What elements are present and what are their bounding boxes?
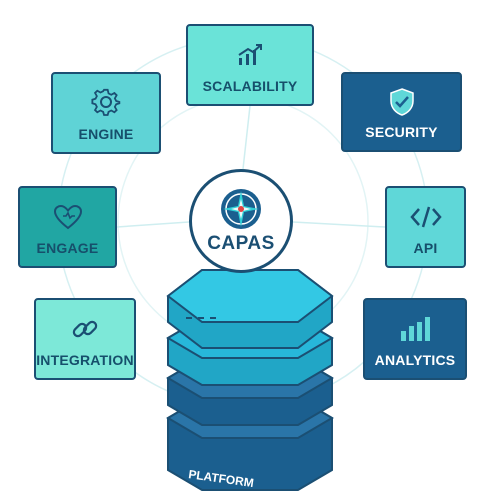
tile-label: API [413, 240, 438, 256]
heart-icon [53, 188, 83, 240]
tile-scalability: SCALABILITY [186, 24, 314, 106]
growth-chart-icon [236, 26, 264, 78]
tile-label: ENGAGE [36, 240, 99, 256]
connector-line [292, 221, 386, 228]
tile-label: ANALYTICS [374, 352, 456, 368]
tile-integration: INTEGRATION [34, 298, 136, 380]
tile-security: SECURITY [341, 72, 462, 152]
code-brackets-icon [409, 188, 442, 240]
tile-label: SECURITY [365, 124, 438, 140]
tile-analytics: ANALYTICS [363, 298, 467, 380]
capas-hub: CAPAS [189, 169, 293, 273]
bar-chart-icon [398, 300, 432, 352]
tile-label: ENGINE [78, 126, 134, 142]
stack-layer-1 [166, 269, 334, 349]
compass-icon [221, 189, 261, 229]
tile-engage: ENGAGE [18, 186, 117, 268]
shield-check-icon [388, 74, 416, 124]
connector-line [242, 105, 251, 170]
tile-label: SCALABILITY [202, 78, 298, 94]
tile-label: INTEGRATION [36, 352, 134, 368]
tile-api: API [385, 186, 466, 268]
hub-label: CAPAS [207, 233, 275, 254]
tile-engine: ENGINE [51, 72, 161, 154]
link-icon [70, 300, 100, 352]
gear-icon [91, 74, 121, 126]
connector-line [116, 221, 190, 228]
